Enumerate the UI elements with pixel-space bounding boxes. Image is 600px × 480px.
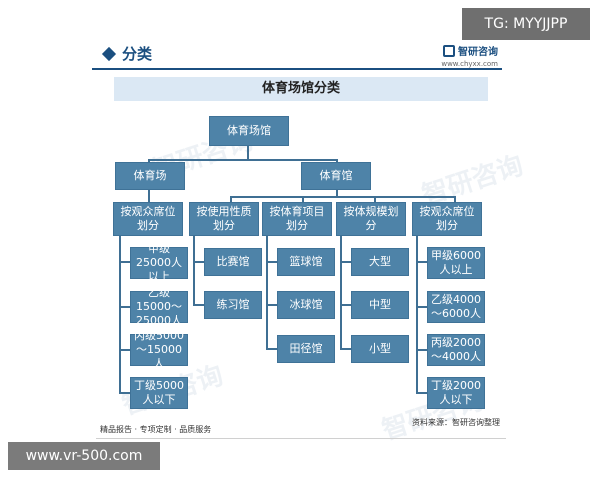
connector-line	[193, 261, 204, 263]
node-use-competition: 比赛馆	[204, 248, 262, 276]
footer-divider	[96, 438, 506, 439]
connector-line	[416, 349, 427, 351]
node-sport-basketball: 篮球馆	[277, 248, 335, 276]
telegram-tag-overlay: TG: MYYJJPP	[462, 8, 590, 40]
node-stadium-level-a: 甲级25000人以上	[130, 242, 188, 283]
connector-line	[416, 261, 427, 263]
node-scale-small: 小型	[351, 335, 409, 363]
connector-line	[374, 196, 376, 202]
connector-line	[119, 349, 130, 351]
node-gym-level-a: 甲级6000人以上	[427, 247, 485, 279]
node-use-training: 练习馆	[204, 291, 262, 319]
connector-line	[340, 304, 351, 306]
node-gym-level-c: 丙级2000～4000人	[427, 334, 485, 366]
footer-slogan: 精品报告 · 专项定制 · 品质服务	[100, 425, 212, 434]
node-gym-by-use: 按使用性质划分	[189, 202, 259, 236]
node-stadium: 体育场	[115, 162, 185, 190]
connector-line	[336, 159, 338, 162]
node-gym-level-d: 丁级2000人以下	[427, 377, 485, 409]
brand-logo-icon	[443, 44, 455, 57]
brand-name: 智研咨询	[458, 47, 498, 58]
connector-line	[119, 306, 130, 308]
node-sport-ice-hockey: 冰球馆	[277, 291, 335, 319]
connector-line	[340, 236, 342, 350]
connector-line	[193, 304, 204, 306]
connector-line	[266, 348, 277, 350]
connector-line	[416, 306, 427, 308]
connector-line	[119, 392, 130, 394]
node-stadium-level-b: 乙级15000～25000人	[130, 286, 188, 327]
connector-line	[266, 261, 277, 263]
connector-line	[416, 392, 427, 394]
connector-line	[193, 236, 195, 306]
connector-line	[340, 348, 351, 350]
connector-line	[454, 196, 456, 202]
node-gym-by-seats: 按观众席位划分	[412, 202, 482, 236]
connector-line	[336, 190, 338, 197]
brand-url: www.chyxx.com	[441, 60, 498, 68]
connector-line	[266, 304, 277, 306]
diagram-title-banner: 体育场馆分类	[114, 77, 488, 101]
node-gym: 体育馆	[301, 162, 371, 190]
connector-line	[119, 261, 130, 263]
node-stadium-level-d: 丁级5000人以下	[130, 377, 188, 409]
connector-line	[266, 236, 268, 350]
node-gym-level-b: 乙级4000～6000人	[427, 291, 485, 323]
node-stadium-by-seats: 按观众席位划分	[113, 202, 183, 236]
header-divider	[92, 68, 502, 70]
node-scale-large: 大型	[351, 248, 409, 276]
source-note: 资料来源：智研咨询整理	[412, 418, 500, 427]
connector-line	[148, 190, 150, 202]
connector-line	[340, 261, 351, 263]
node-root: 体育场馆	[209, 116, 289, 146]
section-title: 分类	[122, 45, 153, 63]
connector-line	[230, 196, 232, 202]
connector-line	[302, 196, 304, 202]
connector-line	[119, 236, 121, 393]
connector-line	[416, 236, 418, 393]
section-header: 分类 智研咨询 www.chyxx.com	[92, 38, 502, 70]
connector-line	[247, 146, 249, 160]
website-overlay: www.vr-500.com	[8, 442, 160, 470]
node-sport-track: 田径馆	[277, 335, 335, 363]
node-scale-medium: 中型	[351, 291, 409, 319]
node-gym-by-sport: 按体育项目划分	[262, 202, 332, 236]
node-stadium-level-c: 丙级5000～15000人	[130, 329, 188, 370]
node-gym-by-scale: 按体规模划分	[336, 202, 406, 236]
connector-line	[148, 159, 338, 161]
connector-line	[230, 196, 456, 198]
brand-logo: 智研咨询 www.chyxx.com	[441, 40, 498, 68]
connector-line	[148, 159, 150, 162]
